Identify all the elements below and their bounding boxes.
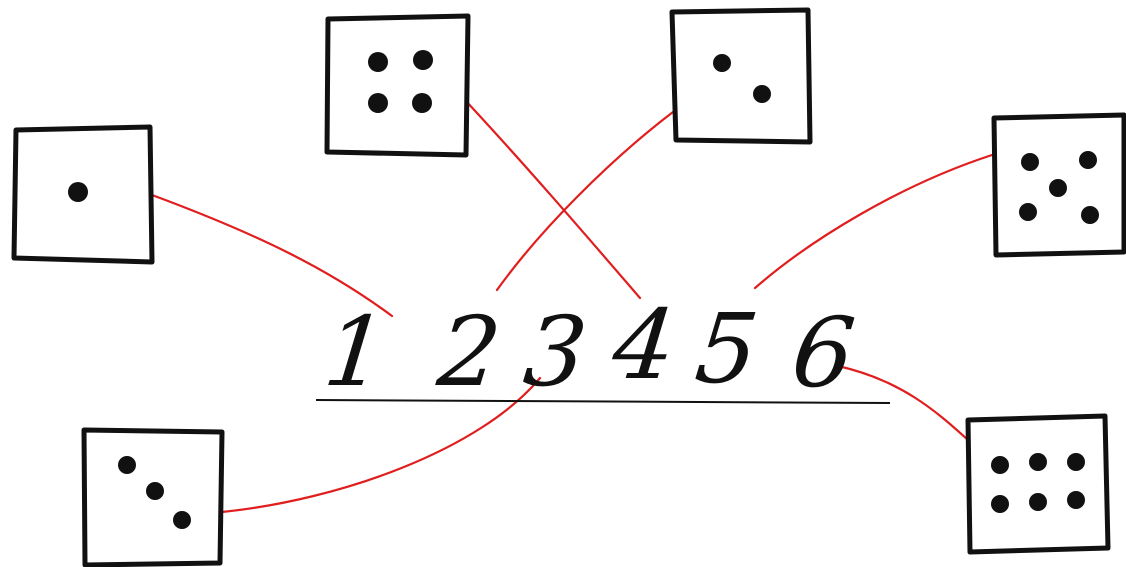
die-three [84, 430, 222, 565]
die-five [994, 115, 1124, 255]
pip [1019, 203, 1037, 221]
pip [1049, 179, 1067, 197]
pip [368, 52, 388, 72]
connector-die-four-to-4 [465, 100, 640, 298]
connector-die-two-to-2 [497, 112, 673, 290]
numeral-5: 5 [690, 293, 763, 405]
numeral-row: 1 2 3 4 5 6 [319, 289, 860, 409]
numeral-2: 2 [432, 296, 506, 408]
pip [368, 93, 388, 113]
numeral-1: 1 [319, 296, 392, 408]
pip [412, 93, 432, 113]
numeral-4: 4 [607, 289, 681, 401]
pip [991, 456, 1009, 474]
pip [413, 50, 433, 70]
pip [1029, 453, 1047, 471]
die-six [968, 416, 1108, 552]
numeral-3: 3 [519, 296, 592, 408]
die-one [14, 127, 152, 262]
pip [991, 495, 1009, 513]
pip [1067, 453, 1085, 471]
pip [118, 456, 136, 474]
numeral-6: 6 [787, 297, 860, 409]
pip [146, 482, 164, 500]
pip [753, 85, 771, 103]
connector-die-five-to-5 [755, 155, 992, 288]
pip [1079, 151, 1097, 169]
pip [1081, 206, 1099, 224]
pip [1029, 493, 1047, 511]
die-two [672, 10, 810, 142]
die-four [327, 16, 468, 155]
pip [173, 511, 191, 529]
pip [1067, 491, 1085, 509]
pip [713, 54, 731, 72]
pip [68, 182, 88, 202]
pip [1021, 153, 1039, 171]
